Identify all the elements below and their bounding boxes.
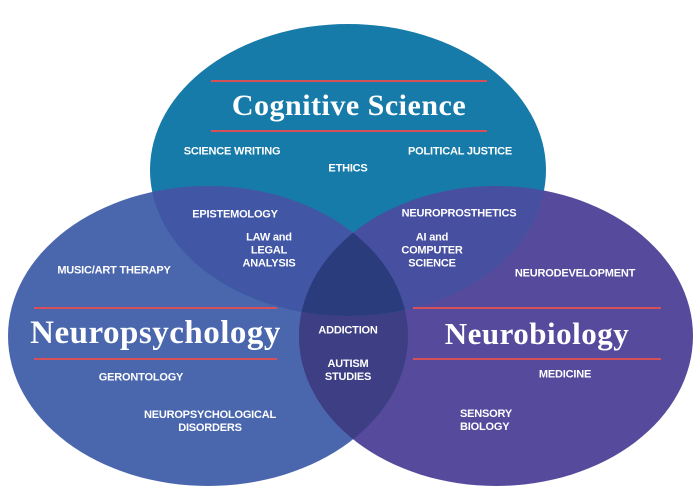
title-rule bbox=[34, 358, 277, 360]
title-rule bbox=[34, 307, 277, 309]
neuropsychology-title-block: Neuropsychology bbox=[30, 307, 280, 360]
cognitive-science-title-block: Cognitive Science bbox=[211, 80, 487, 132]
label-autism-studies: AUTISM STUDIES bbox=[324, 358, 372, 383]
overlap-cognitive-neurobiology bbox=[299, 186, 546, 316]
cognitive-science-title: Cognitive Science bbox=[231, 89, 467, 122]
label-neuropsychological-disorders: NEUROPSYCHOLOGICAL DISORDERS bbox=[143, 409, 277, 434]
neurobiology-title: Neurobiology bbox=[444, 315, 630, 351]
overlap-cognitive-neuropsychology bbox=[150, 186, 408, 316]
label-ai-computer-science: AI and COMPUTER SCIENCE bbox=[401, 231, 463, 270]
label-medicine: MEDICINE bbox=[538, 368, 592, 381]
title-rule bbox=[413, 358, 661, 360]
label-ethics: ETHICS bbox=[328, 162, 368, 175]
title-rule bbox=[413, 307, 661, 309]
label-political-justice: POLITICAL JUSTICE bbox=[408, 145, 512, 158]
label-epistemology: EPISTEMOLOGY bbox=[192, 208, 278, 221]
neurobiology-title-block: Neurobiology bbox=[413, 307, 661, 360]
label-neurodevelopment: NEURODEVELOPMENT bbox=[514, 267, 636, 280]
label-science-writing: SCIENCE WRITING bbox=[183, 145, 281, 158]
title-rule bbox=[211, 80, 487, 82]
label-law-legal-analysis: LAW and LEGAL ANALYSIS bbox=[242, 231, 296, 270]
title-rule bbox=[211, 130, 487, 132]
neuropsychology-title: Neuropsychology bbox=[30, 315, 281, 351]
label-addiction: ADDICTION bbox=[318, 324, 378, 337]
label-music-art-therapy: MUSIC/ART THERAPY bbox=[57, 264, 171, 277]
label-gerontology: GERONTOLOGY bbox=[98, 371, 184, 384]
label-neuroprosthetics: NEUROPROSTHETICS bbox=[401, 207, 517, 220]
label-sensory-biology: SENSORY BIOLOGY bbox=[460, 408, 512, 433]
